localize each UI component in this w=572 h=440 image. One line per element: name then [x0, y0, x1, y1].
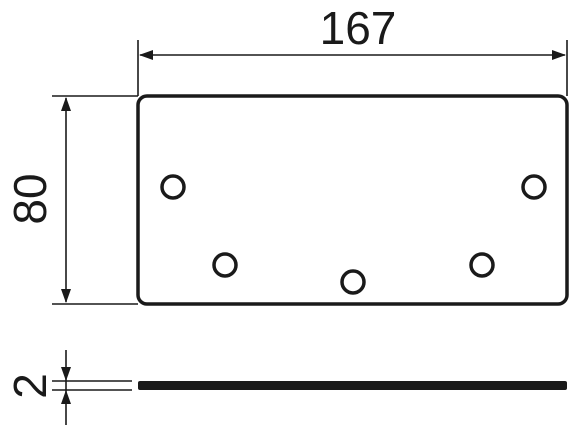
width-label: 167 — [320, 2, 397, 54]
hole-left-upper — [160, 174, 186, 200]
holes — [160, 174, 547, 295]
hole-center-bottom — [340, 269, 366, 295]
height-label: 80 — [4, 173, 56, 224]
hole-right-upper — [521, 174, 547, 200]
height-dimension — [52, 95, 138, 305]
hole-left-lower — [212, 252, 238, 278]
thickness-label: 2 — [4, 373, 56, 399]
hole-right-lower — [469, 252, 495, 278]
thickness-dimension — [52, 350, 132, 425]
plate-side-view — [138, 381, 567, 390]
width-dimension — [137, 40, 568, 96]
plate-outline — [136, 94, 569, 306]
